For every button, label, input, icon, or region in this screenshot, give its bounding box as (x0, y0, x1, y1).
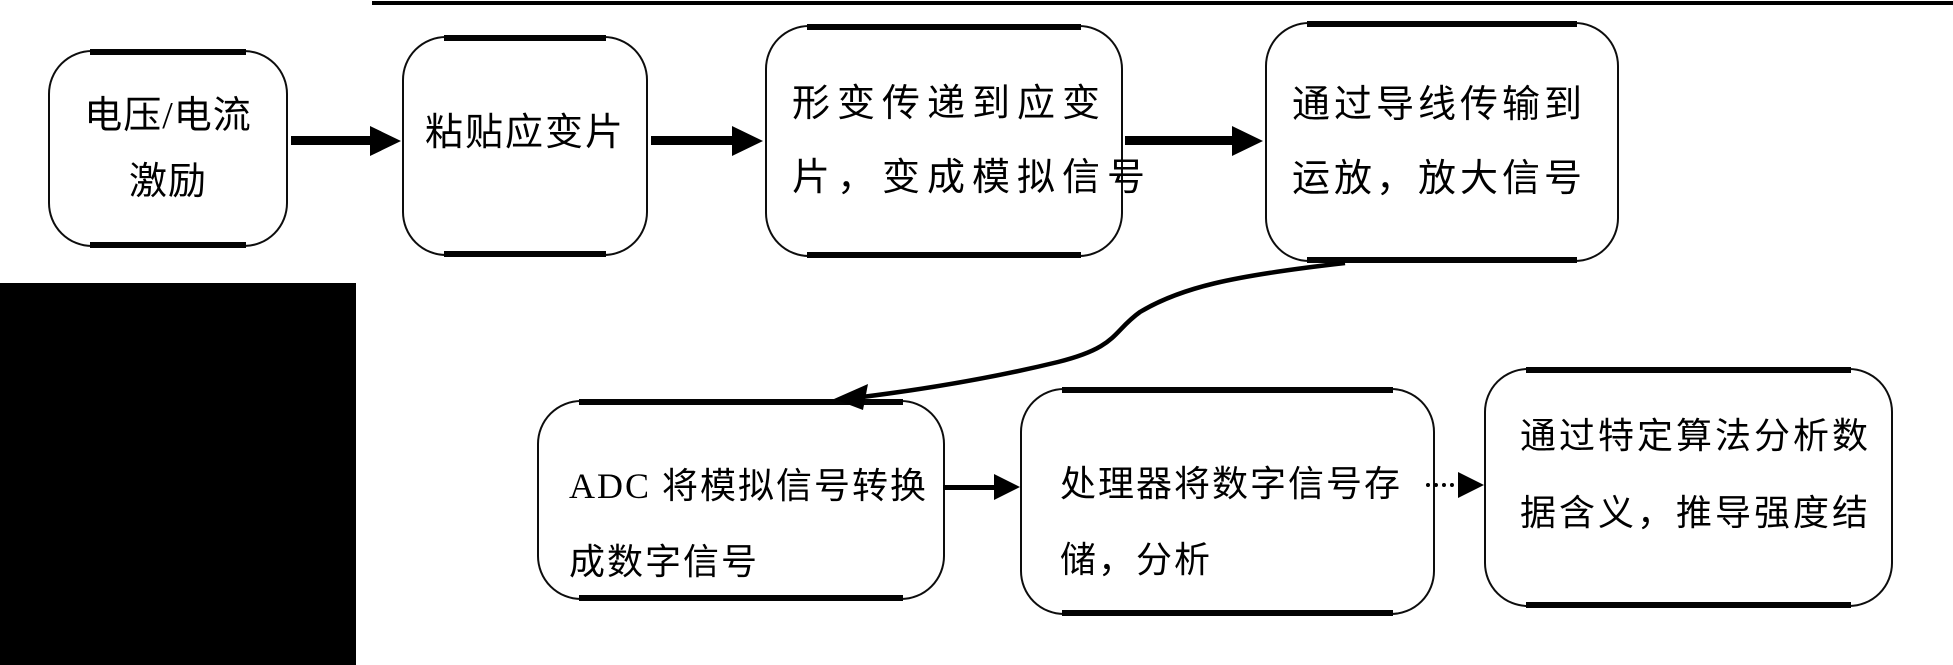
dotted-arrow-stem (1426, 483, 1462, 487)
node-text-line: 通过导线传输到 (1292, 84, 1587, 126)
node-text-line: 处理器将数字信号存 (1060, 464, 1403, 504)
node-text-line: 据含义，推导强度结 (1520, 493, 1872, 533)
node-text-line: 成数字信号 (569, 542, 760, 582)
redaction-block (0, 283, 356, 665)
arrow-stem (291, 136, 372, 145)
node-text-line: 通过特定算法分析数 (1520, 416, 1872, 456)
arrowhead-left-icon (834, 384, 868, 410)
arrowhead-right-icon (1458, 472, 1484, 498)
flow-node-wire-to-opamp: 通过导线传输到 运放，放大信号 (1265, 21, 1619, 263)
arrowhead-right-icon (994, 474, 1020, 500)
flow-node-excitation: 电压/电流 激励 (48, 49, 288, 248)
flow-node-adc-convert: ADC 将模拟信号转换 成数字信号 (537, 399, 945, 601)
node-text-line: 激励 (128, 160, 207, 203)
node-text-line: 形变传递到应变 (792, 83, 1108, 125)
flow-node-deformation-to-gauge: 形变传递到应变 片，变成模拟信号 (765, 24, 1153, 258)
curved-connector-path (861, 260, 1346, 400)
curved-connector-opamp-to-adc (834, 260, 1346, 410)
arrow-stem (651, 136, 734, 145)
node-text-line: 储，分析 (1060, 540, 1213, 580)
node-text-line: 片，变成模拟信号 (792, 157, 1153, 199)
node-text-line: ADC 将模拟信号转换 (569, 466, 929, 506)
top-horizontal-rule (372, 1, 1953, 5)
arrowhead-right-icon (732, 126, 763, 156)
node-text-line: 电压/电流 (84, 94, 252, 137)
node-text-line: 运放，放大信号 (1292, 158, 1587, 200)
arrow-stem (943, 485, 998, 490)
flow-node-algorithm-analysis: 通过特定算法分析数 据含义，推导强度结 (1484, 367, 1893, 608)
flow-node-attach-strain-gauge: 粘贴应变片 (402, 35, 648, 257)
arrow-stem (1125, 136, 1234, 145)
node-text-line: 粘贴应变片 (424, 112, 625, 154)
arrowhead-right-icon (370, 126, 401, 156)
arrowhead-right-icon (1232, 126, 1263, 156)
flow-node-processor-store: 处理器将数字信号存 储，分析 (1020, 387, 1435, 616)
